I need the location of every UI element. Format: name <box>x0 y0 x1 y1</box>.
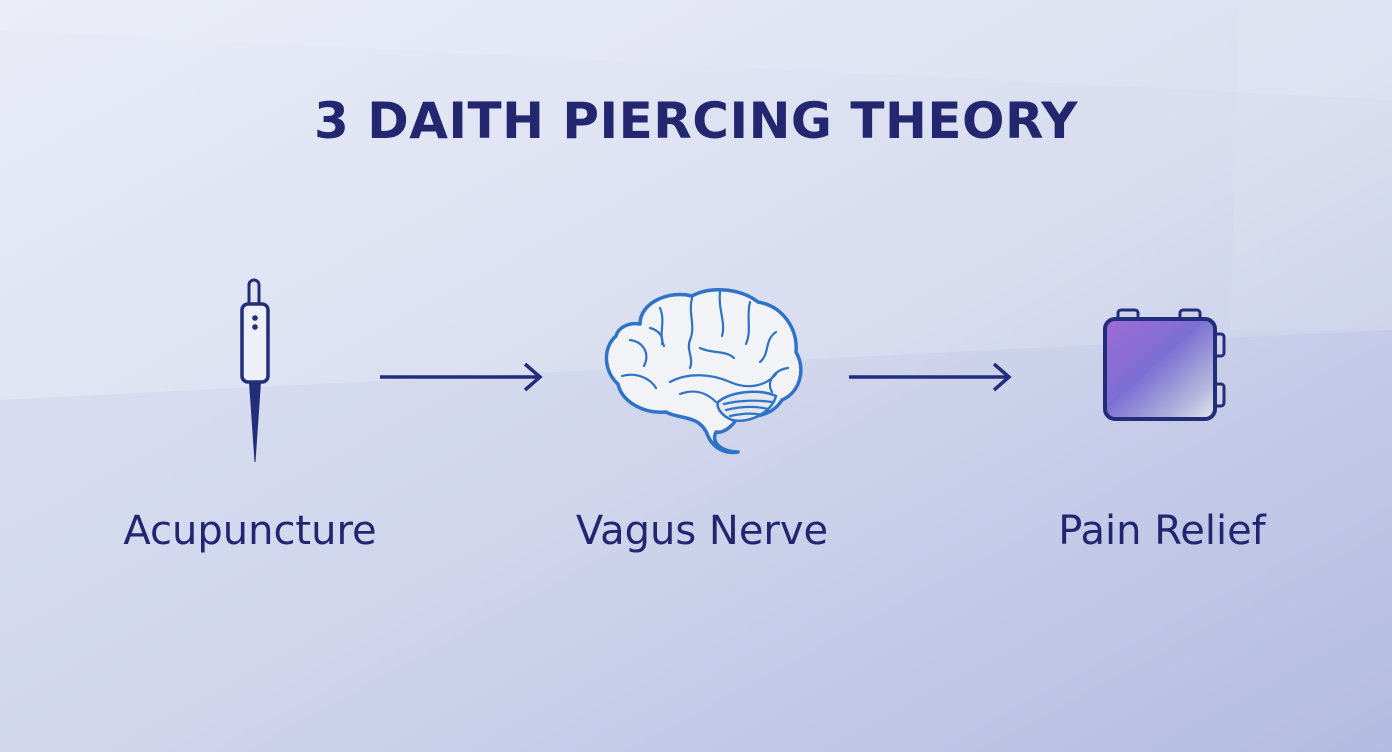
arrow-right-icon <box>849 362 1012 392</box>
step-label-vagus-nerve: Vagus Nerve <box>575 508 829 554</box>
step-label-acupuncture: Acupuncture <box>123 508 377 554</box>
acupuncture-needle-icon <box>240 278 270 462</box>
battery-pad-icon <box>1103 308 1226 421</box>
step-acupuncture <box>226 276 286 466</box>
brain-icon <box>604 288 803 455</box>
step-label-pain-relief: Pain Relief <box>1058 508 1266 554</box>
arrow-right-icon <box>380 362 543 392</box>
step-pain-relief <box>1100 306 1232 426</box>
step-vagus-nerve <box>600 284 810 456</box>
diagram-title: 3 DAITH PIERCING THEORY <box>314 92 1078 150</box>
